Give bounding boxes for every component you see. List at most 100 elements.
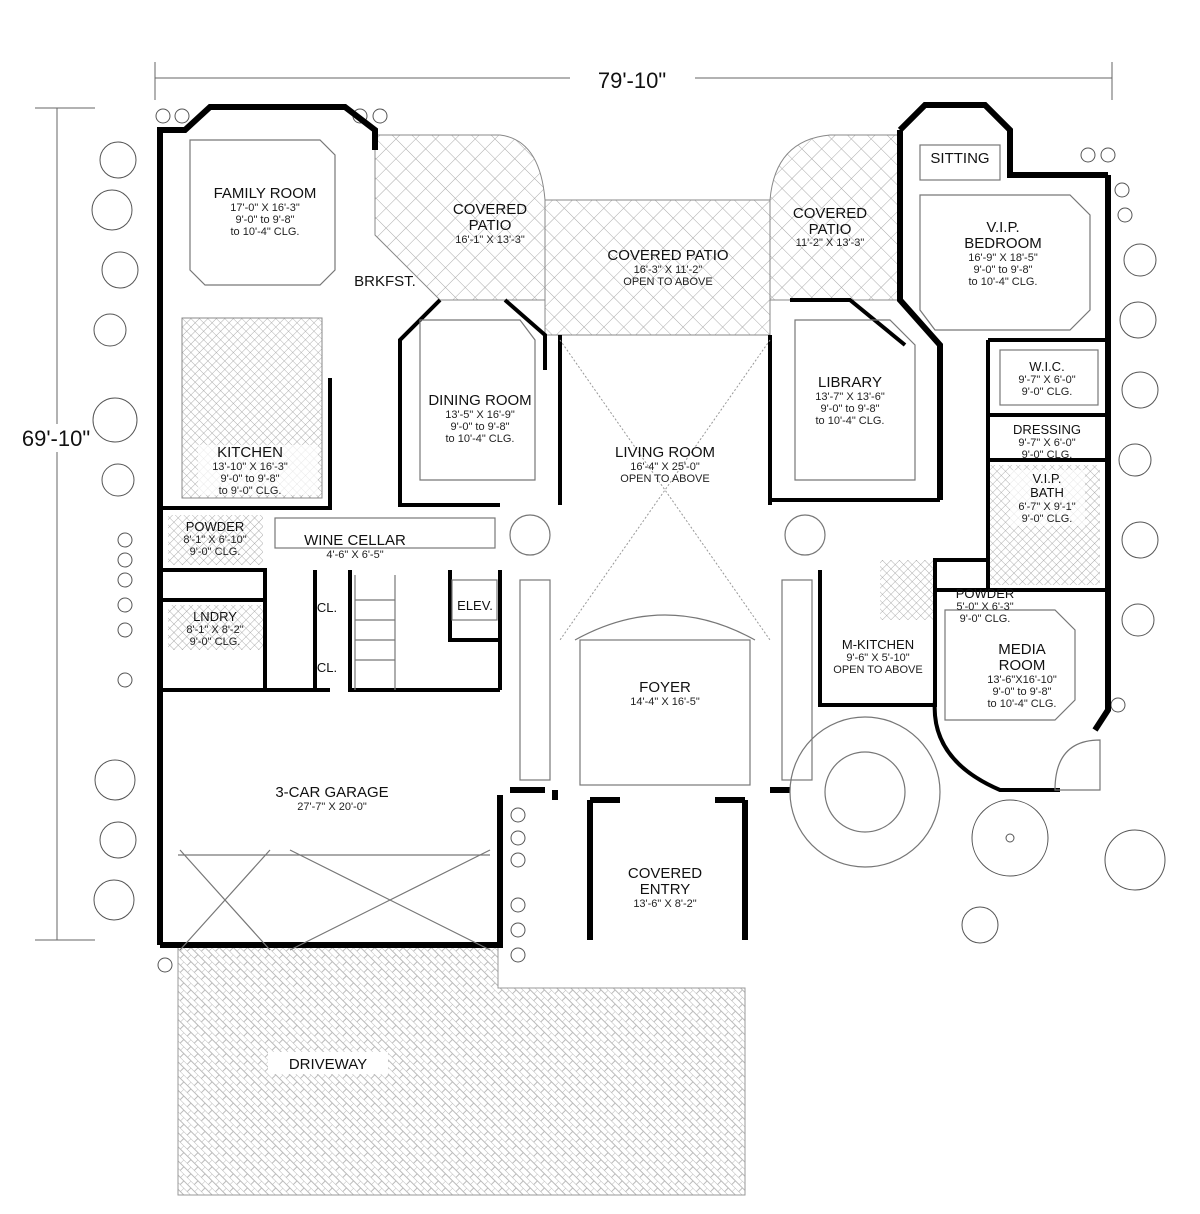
svg-text:V.I.P.: V.I.P. [986,219,1019,236]
powder-floor [168,515,263,565]
width-label: 79'-10" [598,68,666,93]
svg-text:DRESSING: DRESSING [1013,422,1081,437]
room-patio-right: COVERED PATIO 11'-2" X 13'-3" [793,205,867,249]
driveway: DRIVEWAY [268,1052,388,1074]
svg-text:9'-0" to 9'-8": 9'-0" to 9'-8" [450,421,509,433]
room-kitchen: KITCHEN 13'-10" X 16'-3" 9'-0" to 9'-8" … [198,444,318,497]
svg-text:BATH: BATH [1030,485,1064,500]
laundry-floor [168,605,263,650]
room-wic: W.I.C. 9'-7" X 6'-0" 9'-0" CLG. [1018,359,1075,398]
room-name: FAMILY ROOM [214,185,317,202]
svg-text:POWDER: POWDER [186,519,245,534]
svg-text:to 10'-4" CLG.: to 10'-4" CLG. [231,226,300,238]
svg-text:9'-7" X 6'-0": 9'-7" X 6'-0" [1018,437,1075,449]
svg-text:9'-0" CLG.: 9'-0" CLG. [960,613,1011,625]
svg-text:14'-4" X 16'-5": 14'-4" X 16'-5" [630,696,700,708]
svg-text:3-CAR GARAGE: 3-CAR GARAGE [275,784,388,801]
svg-text:13'-6" X 8'-2": 13'-6" X 8'-2" [633,898,696,910]
room-foyer: FOYER 14'-4" X 16'-5" [630,679,700,708]
svg-text:9'-0" to 9'-8": 9'-0" to 9'-8" [235,214,294,226]
svg-text:ROOM: ROOM [999,657,1046,674]
room-family-room: FAMILY ROOM 17'-0" X 16'-3" 9'-0" to 9'-… [214,185,317,238]
svg-text:COVERED: COVERED [628,865,702,882]
svg-text:MEDIA: MEDIA [998,641,1046,658]
room-library: LIBRARY 13'-7" X 13'-6" 9'-0" to 9'-8" t… [815,374,885,427]
room-vip-bedroom: V.I.P. BEDROOM 16'-9" X 18'-5" 9'-0" to … [964,219,1042,288]
room-closet-2: CL. [317,660,337,675]
room-covered-entry: COVERED ENTRY 13'-6" X 8'-2" [628,865,702,910]
room-dining-room: DINING ROOM 13'-5" X 16'-9" 9'-0" to 9'-… [428,392,531,445]
room-breakfast: BRKFST. [354,273,416,290]
svg-text:ELEV.: ELEV. [457,598,493,613]
svg-text:KITCHEN: KITCHEN [217,444,283,461]
patio-left-floor [374,134,546,301]
patio-center-floor [544,199,771,336]
room-closet-1: CL. [317,600,337,615]
svg-text:OPEN TO ABOVE: OPEN TO ABOVE [623,276,712,288]
svg-text:OPEN TO ABOVE: OPEN TO ABOVE [620,473,709,485]
room-sitting: SITTING [930,150,989,167]
svg-text:LIVING ROOM: LIVING ROOM [615,444,715,461]
svg-text:16'-3" X 11'-2": 16'-3" X 11'-2" [634,264,703,276]
svg-text:9'-7" X 6'-0": 9'-7" X 6'-0" [1018,374,1075,386]
svg-text:PATIO: PATIO [809,221,852,238]
room-m-kitchen: M-KITCHEN 9'-6" X 5'-10" OPEN TO ABOVE [833,637,922,676]
svg-text:5'-0" X 6'-3": 5'-0" X 6'-3" [956,601,1013,613]
svg-text:DRIVEWAY: DRIVEWAY [289,1056,367,1073]
svg-text:V.I.P.: V.I.P. [1033,471,1062,486]
svg-text:to 10'-4" CLG.: to 10'-4" CLG. [446,433,515,445]
driveway-floor [177,944,746,1196]
svg-text:COVERED: COVERED [793,205,867,222]
svg-text:OPEN TO ABOVE: OPEN TO ABOVE [833,664,922,676]
ceiling-outlines [178,139,1101,951]
svg-text:17'-0" X 16'-3": 17'-0" X 16'-3" [230,202,300,214]
room-laundry: LNDRY 8'-1" X 8'-2" 9'-0" CLG. [186,609,243,648]
svg-text:8'-1" X 6'-10": 8'-1" X 6'-10" [183,534,246,546]
room-dressing: DRESSING 9'-7" X 6'-0" 9'-0" CLG. [1013,422,1081,461]
svg-text:LNDRY: LNDRY [193,609,237,624]
room-patio-left: COVERED PATIO 16'-1" X 13'-3" [453,201,527,246]
svg-text:9'-0" CLG.: 9'-0" CLG. [1022,386,1073,398]
room-powder-left: POWDER 8'-1" X 6'-10" 9'-0" CLG. [183,519,246,558]
svg-text:to 10'-4" CLG.: to 10'-4" CLG. [816,415,885,427]
svg-text:6'-7" X 9'-1": 6'-7" X 9'-1" [1018,501,1075,513]
svg-text:COVERED: COVERED [453,201,527,218]
room-living-room: LIVING ROOM 16'-4" X 25'-0" OPEN TO ABOV… [615,444,715,485]
svg-text:PATIO: PATIO [469,217,512,234]
svg-text:9'-0" CLG.: 9'-0" CLG. [190,636,241,648]
svg-text:COVERED PATIO: COVERED PATIO [607,247,728,264]
width-dimension: 79'-10" [154,62,1113,100]
svg-text:8'-1" X 8'-2": 8'-1" X 8'-2" [186,624,243,636]
svg-text:W.I.C.: W.I.C. [1029,359,1064,374]
svg-text:M-KITCHEN: M-KITCHEN [842,637,914,652]
svg-text:13'-10" X 16'-3": 13'-10" X 16'-3" [212,461,288,473]
svg-text:9'-0" to 9'-8": 9'-0" to 9'-8" [973,264,1032,276]
svg-text:POWDER: POWDER [956,586,1015,601]
room-vip-bath: V.I.P. BATH 6'-7" X 9'-1" 9'-0" CLG. [1010,470,1085,526]
svg-text:to 10'-4" CLG.: to 10'-4" CLG. [969,276,1038,288]
depth-dimension: 69'-10" [5,107,109,941]
room-powder-right: POWDER 5'-0" X 6'-3" 9'-0" CLG. [956,586,1015,625]
svg-text:9'-0" CLG.: 9'-0" CLG. [190,546,241,558]
svg-text:13'-5" X 16'-9": 13'-5" X 16'-9" [445,409,515,421]
svg-text:ENTRY: ENTRY [640,881,691,898]
svg-text:9'-0" to 9'-8": 9'-0" to 9'-8" [820,403,879,415]
svg-text:to 9'-0" CLG.: to 9'-0" CLG. [219,485,282,497]
svg-text:WINE CELLAR: WINE CELLAR [304,532,406,549]
svg-text:9'-0" CLG.: 9'-0" CLG. [1022,513,1073,525]
svg-text:DINING ROOM: DINING ROOM [428,392,531,409]
svg-text:4'-6" X 6'-5": 4'-6" X 6'-5" [326,549,383,561]
room-elevator[interactable]: ELEV. [451,579,498,621]
room-media-room: MEDIA ROOM 13'-6"X16'-10" 9'-0" to 9'-8"… [987,641,1057,710]
svg-text:16'-9" X 18'-5": 16'-9" X 18'-5" [968,252,1038,264]
svg-text:BEDROOM: BEDROOM [964,235,1042,252]
svg-text:9'-0" to 9'-8": 9'-0" to 9'-8" [220,473,279,485]
room-garage: 3-CAR GARAGE 27'-7" X 20'-0" [275,784,388,813]
svg-text:to 10'-4" CLG.: to 10'-4" CLG. [988,698,1057,710]
svg-text:LIBRARY: LIBRARY [818,374,882,391]
svg-text:13'-6"X16'-10": 13'-6"X16'-10" [987,674,1057,686]
svg-text:11'-2" X 13'-3": 11'-2" X 13'-3" [796,237,865,249]
room-wine-cellar: WINE CELLAR 4'-6" X 6'-5" [304,532,406,561]
svg-text:13'-7" X 13'-6": 13'-7" X 13'-6" [815,391,885,403]
